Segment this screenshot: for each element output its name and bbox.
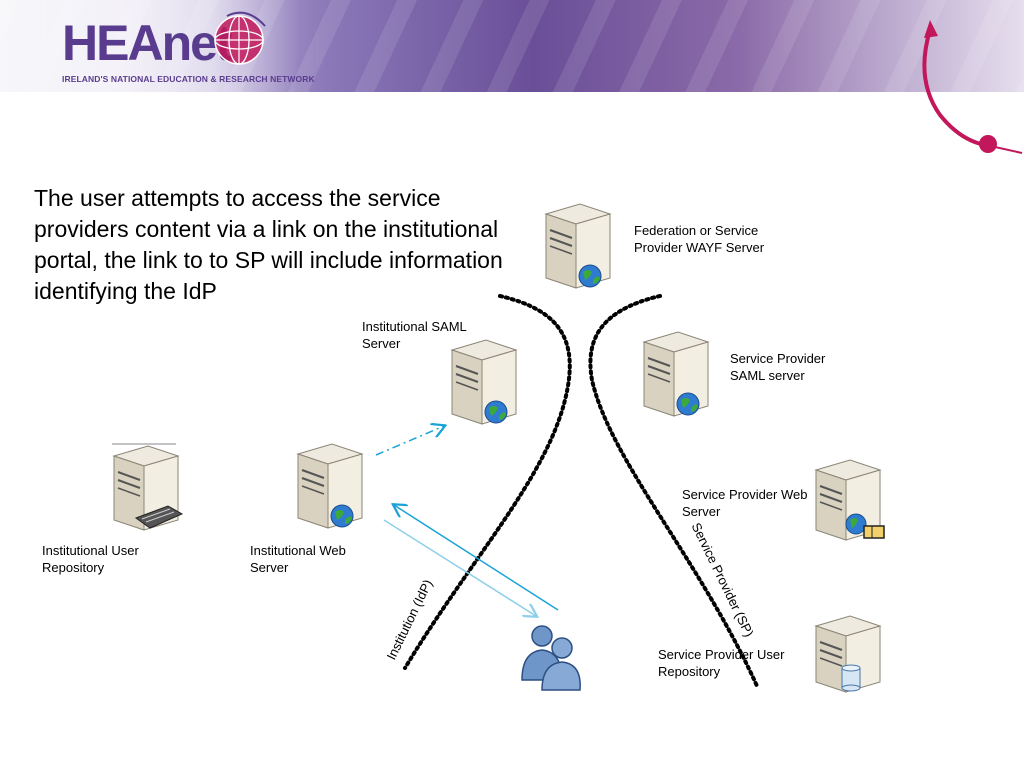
inst-web-server-icon — [296, 443, 364, 529]
user-to-web-arrow — [394, 505, 559, 611]
label-inst-web: Institutional Web Server — [250, 543, 346, 575]
sp-user-repo-server-icon — [814, 615, 882, 693]
sp-boundary-line — [588, 294, 759, 688]
intro-text: The user attempts to access the service … — [34, 185, 503, 304]
label-wayf: Federation or Service Provider WAYF Serv… — [634, 223, 765, 255]
folder-icon — [863, 525, 885, 539]
logo-area: HEAnet IRELAND'S NATIONAL EDUCATION & RE… — [0, 0, 315, 92]
logo-subtitle: IRELAND'S NATIONAL EDUCATION & RESEARCH … — [62, 74, 315, 84]
inst-user-repo-server-icon — [112, 443, 184, 531]
wayf-server-icon — [544, 203, 612, 289]
web-to-saml-arrow — [375, 426, 444, 456]
idp-boundary-line — [403, 294, 572, 670]
sp-saml-server-icon — [642, 331, 710, 417]
label-inst-user-repo: Institutional User Repository — [42, 543, 139, 575]
idp-saml-server-icon — [450, 339, 518, 425]
logo-text: HEAnet — [62, 15, 233, 71]
label-sp-web: Service Provider Web Server — [682, 487, 808, 519]
label-idp-saml: Institutional SAML Server — [362, 319, 467, 351]
sp-web-server-icon — [814, 459, 885, 541]
web-to-user-arrow — [383, 519, 536, 616]
label-sp-saml: Service Provider SAML server — [730, 351, 826, 383]
header-banner: HEAnet IRELAND'S NATIONAL EDUCATION & RE… — [0, 0, 1024, 92]
label-sp-user-repo: Service Provider User Repository — [658, 647, 785, 679]
database-icon — [841, 664, 861, 692]
accent-swoosh-icon — [922, 20, 1023, 154]
logo-globe-icon — [214, 11, 266, 65]
users-icon — [521, 625, 581, 691]
